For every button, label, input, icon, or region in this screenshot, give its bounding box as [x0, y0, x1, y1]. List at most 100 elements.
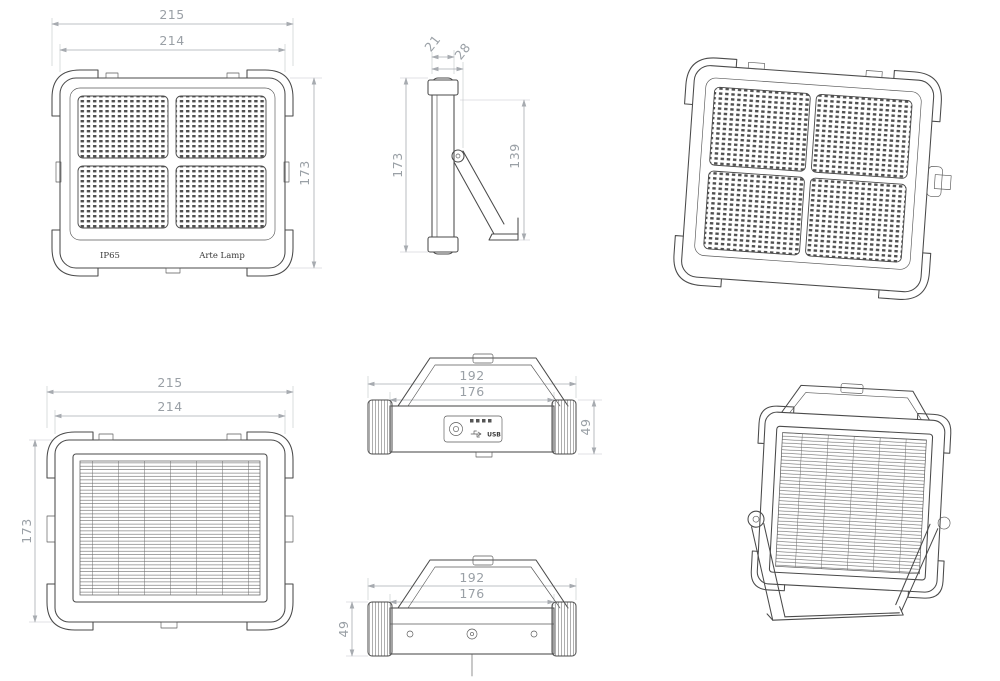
tripod-mount	[466, 628, 478, 640]
dim-top-depth: 49	[578, 419, 593, 436]
dim-side-bracket: 139	[507, 143, 522, 168]
bottom-view: 192 176 49	[336, 555, 577, 677]
end-cap	[551, 601, 577, 657]
solar-frame	[72, 453, 268, 603]
side-clamp	[284, 515, 294, 543]
corner-cap	[893, 69, 942, 123]
indicator-led	[488, 419, 492, 423]
stand-arm	[751, 523, 786, 621]
corner-cap	[757, 405, 795, 445]
dim-side-height: 173	[390, 152, 405, 177]
bracket-foot	[488, 217, 519, 241]
rear-body	[46, 431, 294, 631]
handle	[397, 357, 569, 407]
bracket-pivot	[451, 149, 465, 163]
dim-front-width-inner: 214	[159, 33, 184, 48]
dim-top-width-outer: 192	[459, 368, 484, 383]
end-cap	[427, 236, 459, 253]
front-dimensions: 215 214 173	[51, 7, 322, 269]
corner-cap	[246, 583, 294, 631]
dim-rear-width-inner: 214	[157, 399, 182, 414]
dim-side-depth-total: 28	[451, 40, 473, 63]
dim-bottom-width-inner: 176	[459, 586, 484, 601]
dim-bottom-width-outer: 192	[459, 570, 484, 585]
top-view: 192 176 49 USB	[367, 353, 602, 458]
indicator-led	[470, 419, 474, 423]
power-button	[449, 422, 463, 436]
handle	[781, 384, 930, 421]
dim-front-height: 173	[297, 160, 312, 185]
corner-cap	[877, 252, 932, 300]
usb-icon	[470, 430, 482, 438]
solar-panel	[775, 432, 927, 575]
usb-label: USB	[487, 432, 501, 439]
corner-cap	[916, 412, 952, 454]
ip-rating-label: IP65	[100, 251, 120, 261]
control-panel	[443, 415, 503, 443]
stand-bar	[766, 606, 904, 621]
bottom-body	[367, 555, 577, 677]
rear-view: 215 214 173	[19, 375, 294, 631]
persp-front-body	[673, 57, 952, 300]
dim-rear-width-outer: 215	[157, 375, 182, 390]
led-panel	[175, 95, 267, 159]
led-panel	[703, 170, 805, 256]
led-panel	[805, 177, 907, 263]
bottom-tab	[475, 451, 493, 458]
dim-front-width-outer: 215	[159, 7, 184, 22]
top-body: USB	[367, 353, 577, 458]
front-body: IP65 Arte Lamp	[51, 69, 294, 277]
end-cap	[367, 399, 393, 455]
handle-notch	[840, 383, 864, 394]
top-tab	[865, 70, 883, 78]
dim-top-width-inner: 176	[459, 384, 484, 399]
side-clamp	[55, 161, 62, 183]
side-clamp	[46, 515, 56, 543]
top-tab	[226, 433, 242, 441]
persp-rear-body	[747, 383, 952, 621]
brand-label: Arte Lamp	[198, 251, 245, 261]
indicator-led	[482, 419, 486, 423]
corner-cap	[51, 229, 99, 277]
handle-notch	[472, 555, 494, 566]
corner-cap	[51, 69, 99, 117]
corner-cap	[684, 57, 738, 105]
led-panel	[77, 165, 169, 229]
solar-frame	[768, 425, 934, 581]
handle	[397, 559, 569, 609]
bottom-tab	[165, 267, 181, 274]
side-clamp	[283, 161, 290, 183]
top-tab	[226, 72, 240, 79]
side-body	[427, 77, 519, 255]
stand-pivot	[937, 516, 951, 530]
top-tab	[105, 72, 119, 79]
bottom-tab	[160, 621, 178, 629]
stand-arm	[895, 523, 939, 612]
rear-dimensions: 215 214 173	[19, 375, 294, 623]
top-tab	[98, 433, 114, 441]
mount-knob	[926, 166, 943, 198]
led-panel	[709, 86, 811, 172]
corner-cap	[46, 431, 94, 479]
bracket-arm	[453, 150, 505, 235]
end-cap	[427, 79, 459, 96]
mount-knob	[933, 174, 952, 190]
bottom-dimensions: 192 176 49	[336, 570, 577, 657]
screw	[530, 630, 538, 638]
led-panel	[175, 165, 267, 229]
dim-side-depth-body: 21	[421, 32, 443, 55]
corner-cap	[246, 69, 294, 117]
perspective-front-view	[673, 57, 952, 300]
solar-panel	[79, 460, 261, 596]
top-tab	[747, 61, 765, 70]
corner-cap	[246, 431, 294, 479]
side-dimensions: 21 28 173 139	[390, 32, 530, 253]
indicator-led	[476, 419, 480, 423]
end-cap	[367, 601, 393, 657]
stand-pivot	[747, 510, 765, 528]
dim-bottom-depth: 49	[336, 621, 351, 638]
dim-rear-height: 173	[19, 518, 34, 543]
side-view: 21 28 173 139	[390, 32, 530, 255]
corner-cap	[246, 229, 294, 277]
